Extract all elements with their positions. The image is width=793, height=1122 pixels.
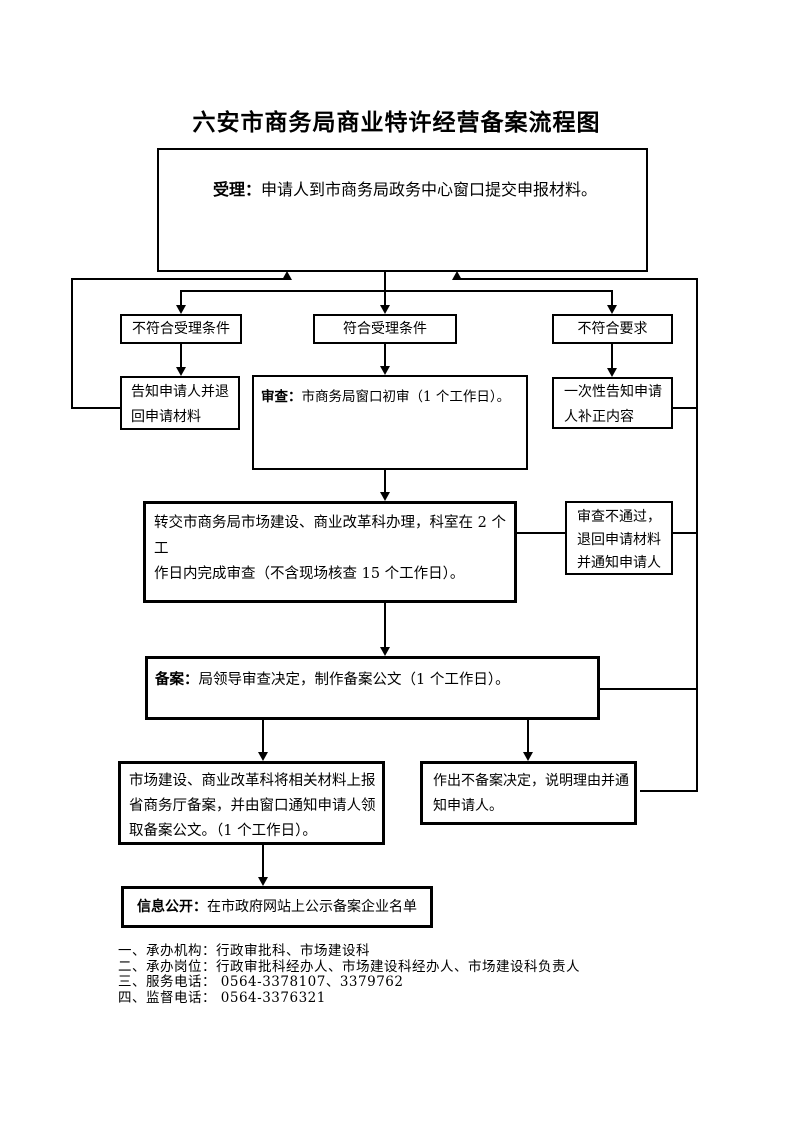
connector-drop-left xyxy=(180,290,182,307)
node-notify-return: 告知申请人并退 回申请材料 xyxy=(120,376,240,430)
arrowhead-return-right-into-accept xyxy=(452,271,462,280)
node-cond-not-qualified: 不符合要求 xyxy=(552,314,673,344)
node-transfer: 转交市商务局市场建设、商业改革科办理，科室在 2 个工 作日内完成审查（不含现场… xyxy=(143,501,517,603)
connector-return-left-vertical xyxy=(71,278,73,409)
connector-condright-to-onetime xyxy=(611,344,613,370)
connector-vertical-to-nofiling xyxy=(640,790,698,792)
connector-report-to-publicity xyxy=(262,845,264,879)
node-no-filing: 作出不备案决定，说明理由并通 知申请人。 xyxy=(420,761,637,825)
node-review: 审查：市商务局窗口初审（1 个工作日）。 xyxy=(252,375,528,470)
connector-accept-to-accepted xyxy=(384,272,386,307)
node-cond-not-accepted: 不符合受理条件 xyxy=(120,314,242,344)
connector-return-left-bottom xyxy=(71,407,120,409)
arrowhead-into-review xyxy=(380,366,390,375)
connector-onetime-to-vertical xyxy=(671,407,698,409)
connector-condmid-to-review xyxy=(384,344,386,368)
connector-filing-to-nofiling xyxy=(527,720,529,754)
connector-condleft-to-notify xyxy=(180,344,182,369)
arrowhead-into-no-filing xyxy=(523,752,533,761)
page-title: 六安市商务局商业特许经营备案流程图 xyxy=(192,110,601,136)
footer-line-supervise-phone: 四、监督电话： 0564-3376321 xyxy=(118,989,326,1006)
node-filing: 备案：局领导审查决定，制作备案公文（1 个工作日）。 xyxy=(145,656,600,720)
arrowhead-into-notify-return xyxy=(176,367,186,376)
node-accept-lead: 受理： xyxy=(213,180,262,199)
footer-line-agency: 一、承办机构：行政审批科、市场建设科 xyxy=(118,943,370,959)
connector-drop-right xyxy=(611,290,613,307)
node-onetime-notify: 一次性告知申请 人补正内容 xyxy=(552,377,673,429)
arrowhead-return-left-into-accept xyxy=(282,271,292,280)
footer-notes: 一、承办机构：行政审批科、市场建设科 二、承办岗位：行政审批科经办人、市场建设科… xyxy=(118,943,580,1006)
arrowhead-into-transfer xyxy=(380,492,390,501)
arrowhead-into-cond-not-qualified xyxy=(607,305,617,314)
node-publicity-lead: 信息公开： xyxy=(137,899,207,915)
connector-review-to-transfer xyxy=(384,470,386,494)
node-report-province: 市场建设、商业改革科将相关材料上报 省商务厅备案，并由窗口通知申请人领 取备案公… xyxy=(118,761,385,845)
node-publicity: 信息公开：在市政府网站上公示备案企业名单 xyxy=(121,886,433,928)
connector-return-left-top xyxy=(71,278,290,280)
node-review-lead: 审查： xyxy=(261,389,302,405)
node-cond-accepted: 符合受理条件 xyxy=(313,314,457,344)
connector-transfer-to-reviewfail xyxy=(515,532,567,534)
arrowhead-into-cond-not-accepted xyxy=(176,305,186,314)
footer-line-service-phone: 三、服务电话： 0564-3378107、3379762 xyxy=(118,974,404,991)
connector-return-right-top xyxy=(455,278,698,280)
arrowhead-into-cond-accepted xyxy=(380,305,390,314)
arrowhead-into-report-province xyxy=(258,752,268,761)
connector-distribution-line xyxy=(180,290,613,292)
connector-reviewfail-to-vertical xyxy=(671,532,698,534)
node-publicity-text: 在市政府网站上公示备案企业名单 xyxy=(207,899,417,915)
footer-line-posts: 二、承办岗位：行政审批科经办人、市场建设科经办人、市场建设科负责人 xyxy=(118,958,580,975)
node-review-text: 市商务局窗口初审（1 个工作日）。 xyxy=(301,389,511,405)
connector-filing-to-vertical xyxy=(598,688,698,690)
connector-transfer-to-filing xyxy=(384,603,386,649)
connector-return-right-vertical xyxy=(696,278,698,792)
node-filing-lead: 备案： xyxy=(155,671,199,688)
arrowhead-into-publicity xyxy=(258,877,268,886)
node-accept: 受理：申请人到市商务局政务中心窗口提交申报材料。 xyxy=(157,148,648,272)
node-filing-text: 局领导审查决定，制作备案公文（1 个工作日）。 xyxy=(198,672,510,688)
node-cond-not-qualified-label: 不符合要求 xyxy=(577,321,648,337)
node-cond-accepted-label: 符合受理条件 xyxy=(343,321,427,337)
arrowhead-into-onetime-notify xyxy=(607,368,617,377)
connector-filing-to-report xyxy=(262,720,264,754)
node-review-fail: 审查不通过， 退回申请材料 并通知申请人 xyxy=(565,501,673,575)
node-accept-text: 申请人到市商务局政务中心窗口提交申报材料。 xyxy=(261,180,598,199)
arrowhead-into-filing xyxy=(380,647,390,656)
node-cond-not-accepted-label: 不符合受理条件 xyxy=(132,321,230,337)
